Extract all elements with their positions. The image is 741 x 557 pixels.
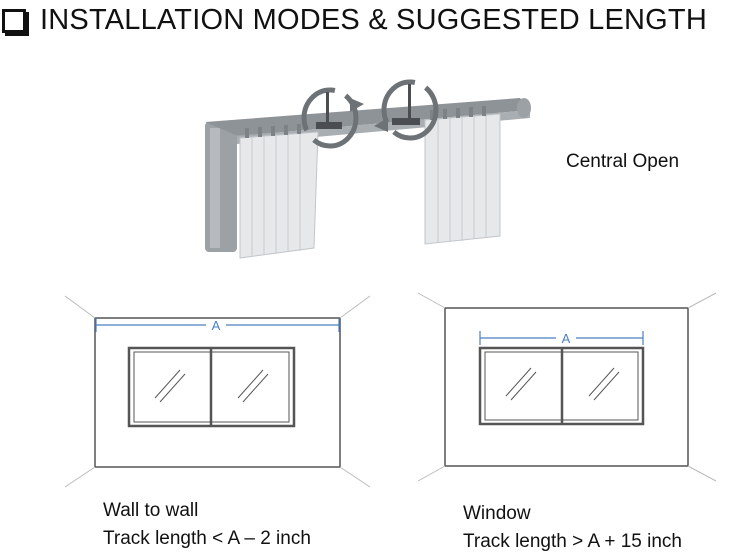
track-end-cap	[205, 122, 237, 252]
wall-to-wall-title: Wall to wall	[103, 500, 199, 521]
curtain-track-illustration	[205, 79, 531, 259]
window-dimension-line	[479, 331, 644, 345]
checkbox-icon	[2, 9, 29, 36]
track-end-right	[517, 98, 531, 118]
curtain-hooks	[245, 106, 486, 138]
wall-to-wall-caption: Wall to wall Track length < A – 2 inch	[103, 497, 311, 553]
page-header: INSTALLATION MODES & SUGGESTED LENGTH	[2, 0, 707, 40]
right-curtain-panel	[424, 113, 501, 245]
room-corner-tr	[339, 295, 371, 319]
wall-to-wall-dimension-label: A	[212, 318, 221, 333]
window-dimension-label: A	[562, 331, 571, 346]
left-rotation-arrow-icon	[301, 87, 364, 149]
room-corner-br	[339, 466, 371, 488]
left-curtain-panel	[239, 131, 319, 259]
wall-to-wall-room	[64, 295, 371, 488]
track-end-cap-highlight	[210, 128, 220, 248]
room-corner-bl	[417, 465, 446, 482]
central-open-label: Central Open	[566, 151, 680, 172]
window-title: Window	[463, 503, 531, 524]
room-corner-tr	[687, 292, 717, 309]
window-frame	[127, 346, 296, 428]
window-caption: Window Track length > A + 15 inch	[463, 500, 682, 556]
room-corner-tl	[64, 295, 96, 319]
wall-to-wall-dimension-line	[95, 318, 340, 332]
right-rotation-arrow-icon	[374, 79, 439, 141]
room-corner-tl	[417, 292, 446, 309]
wall-to-wall-track-length: Track length < A – 2 inch	[103, 528, 311, 549]
window-room	[417, 292, 717, 482]
room-corner-bl	[64, 466, 96, 488]
window-track-length: Track length > A + 15 inch	[463, 531, 682, 552]
room-corner-br	[687, 465, 717, 482]
page-title: INSTALLATION MODES & SUGGESTED LENGTH	[40, 3, 707, 36]
window-frame	[478, 346, 645, 426]
